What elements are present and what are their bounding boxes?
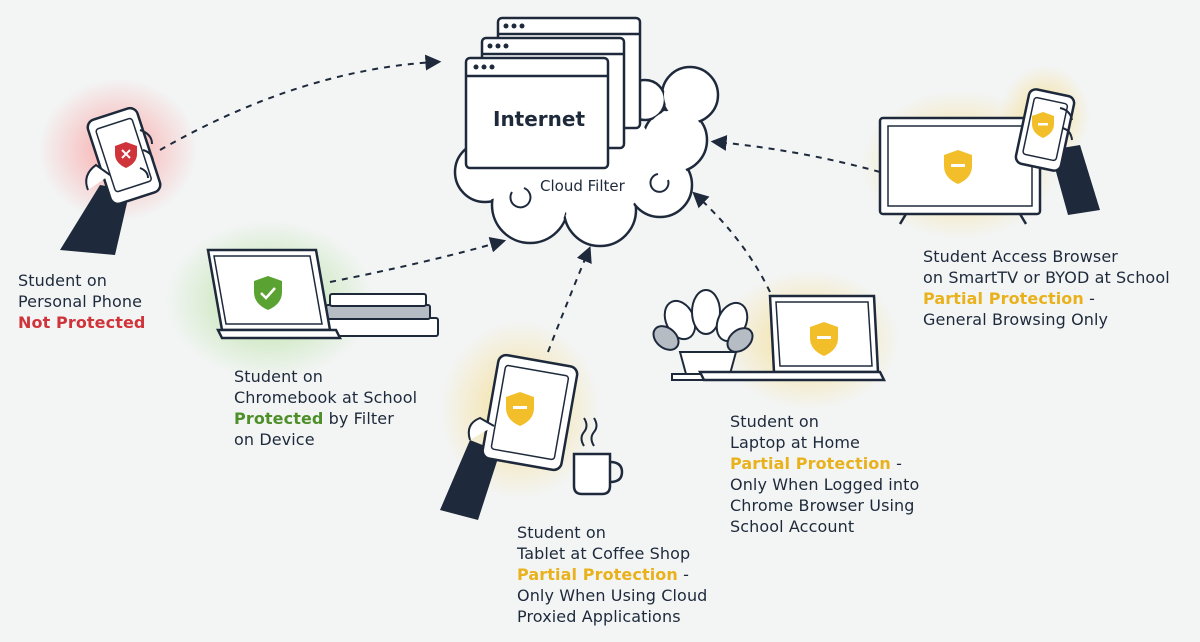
arrow-tv <box>710 134 881 173</box>
internet-browser-windows <box>464 16 642 170</box>
shield-minus-icon <box>1032 112 1054 138</box>
laptop-caption-line: Laptop at Home <box>730 433 860 452</box>
phone-caption-line: Student on <box>18 271 107 290</box>
coffee-cup-icon <box>572 417 624 496</box>
tablet-status-suffix: - <box>677 565 689 584</box>
shield-minus-icon <box>944 150 972 184</box>
internet-title: Internet <box>493 107 586 131</box>
browser-dots-icon <box>473 23 525 70</box>
tablet-caption-line: Proxied Applications <box>517 607 681 626</box>
shield-minus-icon <box>506 392 534 426</box>
arrow-phone <box>159 54 442 151</box>
arrow-tablet <box>547 246 592 353</box>
cloud-swirl-icon <box>649 173 670 193</box>
laptop-caption-line: Student on <box>730 412 819 431</box>
chromebook-caption-line: Chromebook at School <box>234 388 418 407</box>
laptop-caption-line: Chrome Browser Using <box>730 496 915 515</box>
shield-minus-icon <box>810 322 838 356</box>
smarttv-status-suffix: - <box>1083 289 1095 308</box>
smarttv-caption-line: General Browsing Only <box>923 310 1109 329</box>
tablet-status: Partial Protection <box>517 565 678 584</box>
shield-x-icon <box>115 142 137 168</box>
tablet-caption-line: Tablet at Coffee Shop <box>517 544 691 563</box>
chromebook-caption: Student on Chromebook at School Protecte… <box>234 366 417 450</box>
plant-decoration <box>652 289 754 381</box>
cloud-swirl-icon <box>509 187 532 209</box>
shield-check-icon <box>254 276 282 310</box>
laptop-caption-line: School Account <box>730 517 855 536</box>
smarttv-caption: Student Access Browser on SmartTV or BYO… <box>923 246 1170 330</box>
laptop-status-suffix: - <box>890 454 902 473</box>
tablet-caption-line: Only When Using Cloud <box>517 586 708 605</box>
laptop-caption-line: Only When Logged into <box>730 475 920 494</box>
tablet-caption: Student on Tablet at Coffee Shop Partial… <box>517 522 707 627</box>
chromebook-status-suffix: by Filter <box>323 409 394 428</box>
smarttv-caption-line: on SmartTV or BYOD at School <box>923 268 1170 287</box>
laptop-caption: Student on Laptop at Home Partial Protec… <box>730 411 919 537</box>
laptop-status: Partial Protection <box>730 454 891 473</box>
phone-status: Not Protected <box>18 313 146 332</box>
chromebook-status: Protected <box>234 409 324 428</box>
connection-arrows <box>159 54 881 353</box>
arrow-chromebook <box>329 236 507 283</box>
arrow-laptop <box>692 191 771 293</box>
smarttv-caption-line: Student Access Browser <box>923 247 1118 266</box>
chromebook-caption-line: Student on <box>234 367 323 386</box>
phone-caption-line: Personal Phone <box>18 292 143 311</box>
chromebook-caption-line: on Device <box>234 430 315 449</box>
smarttv-status: Partial Protection <box>923 289 1084 308</box>
phone-caption: Student on Personal Phone Not Protected <box>18 270 145 333</box>
tablet-caption-line: Student on <box>517 523 606 542</box>
books-stack <box>319 293 439 337</box>
cloud-filter-label: Cloud Filter <box>540 177 625 195</box>
